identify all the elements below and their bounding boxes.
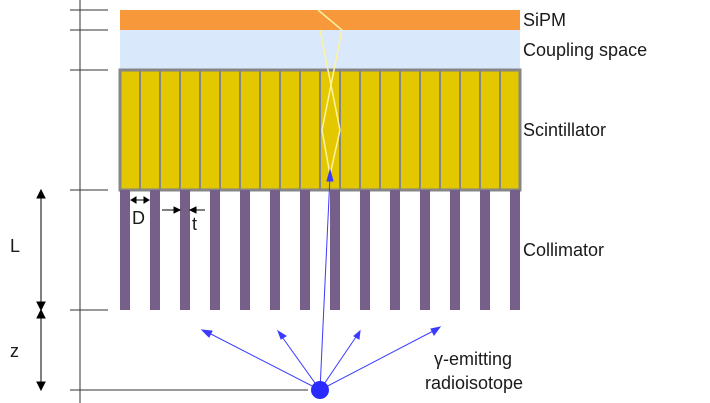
scintillator-pixel: [499, 69, 521, 191]
scintillator-pixel: [199, 69, 221, 191]
dimension-D-label: D: [132, 208, 145, 228]
collimator-septum: [270, 190, 280, 310]
gamma-rays: [200, 168, 442, 391]
collimator-septum: [120, 190, 130, 310]
collimator-septum: [510, 190, 520, 310]
collimator-septum: [240, 190, 250, 310]
scintillator-pixel: [259, 69, 281, 191]
collimator-septum: [390, 190, 400, 310]
scintillator-border: [118, 68, 522, 192]
scintillator-pixel: [119, 69, 141, 191]
collimator-septa: [120, 190, 520, 310]
collimator-septum: [210, 190, 220, 310]
scintillator-pixel: [139, 69, 161, 191]
scintillator-pixel: [379, 69, 401, 191]
source-label-line2: radioisotope: [425, 373, 523, 393]
scintillator-pixel: [399, 69, 421, 191]
dimension-t-label: t: [192, 214, 197, 234]
dimension-L-label: L: [10, 236, 20, 256]
d-arrow: [130, 196, 150, 204]
light-path: [317, 9, 343, 176]
scintillator-pixel: [299, 69, 321, 191]
collimator-septum: [150, 190, 160, 310]
radioisotope-source: [311, 381, 329, 399]
scintillator-pixel: [239, 69, 261, 191]
scintillator-pixel: [339, 69, 361, 191]
scintillator-label: Scintillator: [523, 120, 606, 140]
coupling-space-label: Coupling space: [523, 40, 647, 60]
t-arrows: [162, 206, 205, 214]
collimator-septum: [300, 190, 310, 310]
scintillator-pixel: [279, 69, 301, 191]
collimator-septum: [450, 190, 460, 310]
scintillator-pixel: [159, 69, 181, 191]
scintillator-pixel: [439, 69, 461, 191]
light-path-2: [319, 29, 341, 176]
collimator-septum: [480, 190, 490, 310]
collimator-septum: [360, 190, 370, 310]
scintillator-array: [119, 69, 521, 191]
collimator-label: Collimator: [523, 240, 604, 260]
scintillator-pixel: [219, 69, 241, 191]
sipm-label: SiPM: [523, 10, 566, 30]
tick-lines: [70, 9, 308, 391]
scintillator-pixel: [359, 69, 381, 191]
coupling-space-layer: [120, 30, 520, 70]
collimator-septum: [420, 190, 430, 310]
scintillator-pixel: [459, 69, 481, 191]
scintillator-pixel: [479, 69, 501, 191]
source-label-line1: γ-emitting: [434, 349, 512, 369]
collimator-septum: [330, 190, 340, 310]
collimator-septum: [180, 190, 190, 310]
scintillator-pixel: [179, 69, 201, 191]
scintillator-pixel: [419, 69, 441, 191]
sipm-layer: [120, 10, 520, 30]
dimension-arrows: [36, 188, 46, 392]
dimension-z-label: z: [10, 341, 19, 361]
